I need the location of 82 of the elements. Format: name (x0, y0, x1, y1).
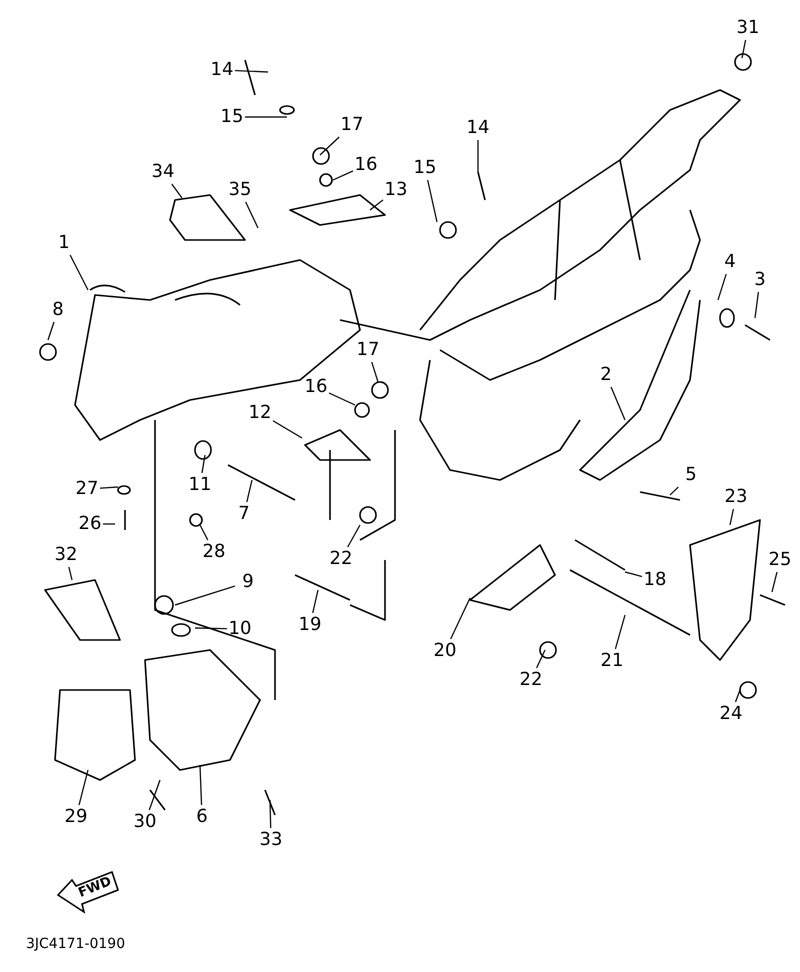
leader-line (47, 322, 55, 340)
callout-number: 33 (260, 831, 282, 849)
callout-number: 15 (220, 108, 244, 126)
leader-line (536, 650, 546, 668)
leader-line (70, 254, 89, 290)
callout-number: 6 (196, 808, 208, 826)
leader-line (734, 690, 741, 702)
leader-line (194, 627, 228, 630)
callout-number: 27 (76, 480, 98, 498)
callout-number: 26 (78, 515, 102, 533)
leader-line (234, 70, 268, 73)
leader-line (245, 116, 287, 118)
callout-number: 32 (54, 546, 78, 564)
callout-number: 11 (188, 476, 212, 494)
leader-line (477, 140, 479, 172)
callout-number: 15 (414, 159, 436, 177)
leader-line (370, 200, 384, 210)
callout-number: 9 (242, 573, 254, 591)
leader-line (624, 571, 642, 578)
leader-line (312, 590, 319, 614)
callout-number: 3 (754, 271, 766, 289)
callout-number: 22 (330, 550, 352, 568)
callout-number: 12 (248, 404, 272, 422)
leader-line (610, 386, 626, 420)
leader-line (269, 800, 272, 828)
callout-number: 31 (736, 19, 760, 37)
leader-line (670, 486, 679, 496)
leader-line (171, 184, 182, 198)
leader-line (103, 523, 115, 525)
callout-number: 34 (152, 163, 174, 181)
leader-line (272, 420, 302, 439)
leader-line (754, 292, 760, 318)
leader-line (320, 136, 340, 156)
callout-number: 13 (384, 181, 408, 199)
callout-number: 22 (520, 671, 542, 689)
callout-number: 24 (720, 705, 742, 723)
leader-line (729, 508, 734, 526)
callout-number: 16 (304, 378, 328, 396)
leader-line (100, 486, 118, 489)
leader-line (246, 480, 253, 502)
callout-number: 5 (685, 466, 697, 484)
callout-number: 14 (210, 61, 234, 79)
diagram-code: 3JC4171-0190 (26, 936, 126, 952)
callout-number: 14 (466, 119, 490, 137)
callout-number: 17 (340, 116, 364, 134)
callout-number: 4 (724, 253, 736, 271)
leader-line (199, 764, 202, 806)
leader-line (148, 780, 161, 810)
callout-number: 1 (58, 234, 70, 252)
callout-number: 25 (768, 551, 792, 569)
leader-line (68, 566, 73, 580)
leader-line (199, 524, 208, 540)
leader-line (450, 598, 471, 640)
leader-line (427, 180, 438, 222)
callout-number: 29 (64, 808, 88, 826)
callout-number: 10 (228, 620, 252, 638)
leader-line (78, 770, 89, 806)
callout-number: 7 (238, 505, 250, 523)
callout-number: 21 (600, 652, 624, 670)
leader-line (371, 362, 379, 382)
leader-line (717, 274, 727, 300)
leader-line (174, 586, 236, 606)
callout-number: 2 (600, 366, 612, 384)
direction-label: FWD (76, 874, 114, 901)
callout-number: 17 (356, 341, 380, 359)
leader-line (201, 454, 206, 474)
leader-line (328, 392, 356, 406)
callout-number: 16 (354, 156, 378, 174)
leader-line (332, 170, 354, 181)
callout-number: 19 (298, 616, 322, 634)
callout-number: 18 (644, 571, 666, 589)
callout-number: 23 (724, 488, 748, 506)
callout-number: 30 (134, 813, 156, 831)
callout-number: 35 (228, 181, 252, 199)
leader-line (614, 614, 626, 650)
leader-line (347, 524, 361, 548)
callout-number: 8 (52, 301, 64, 319)
leader-line (771, 572, 778, 592)
callout-number: 28 (202, 543, 226, 561)
callout-number: 20 (434, 642, 456, 660)
leader-line (245, 202, 259, 228)
leader-line (741, 40, 746, 58)
